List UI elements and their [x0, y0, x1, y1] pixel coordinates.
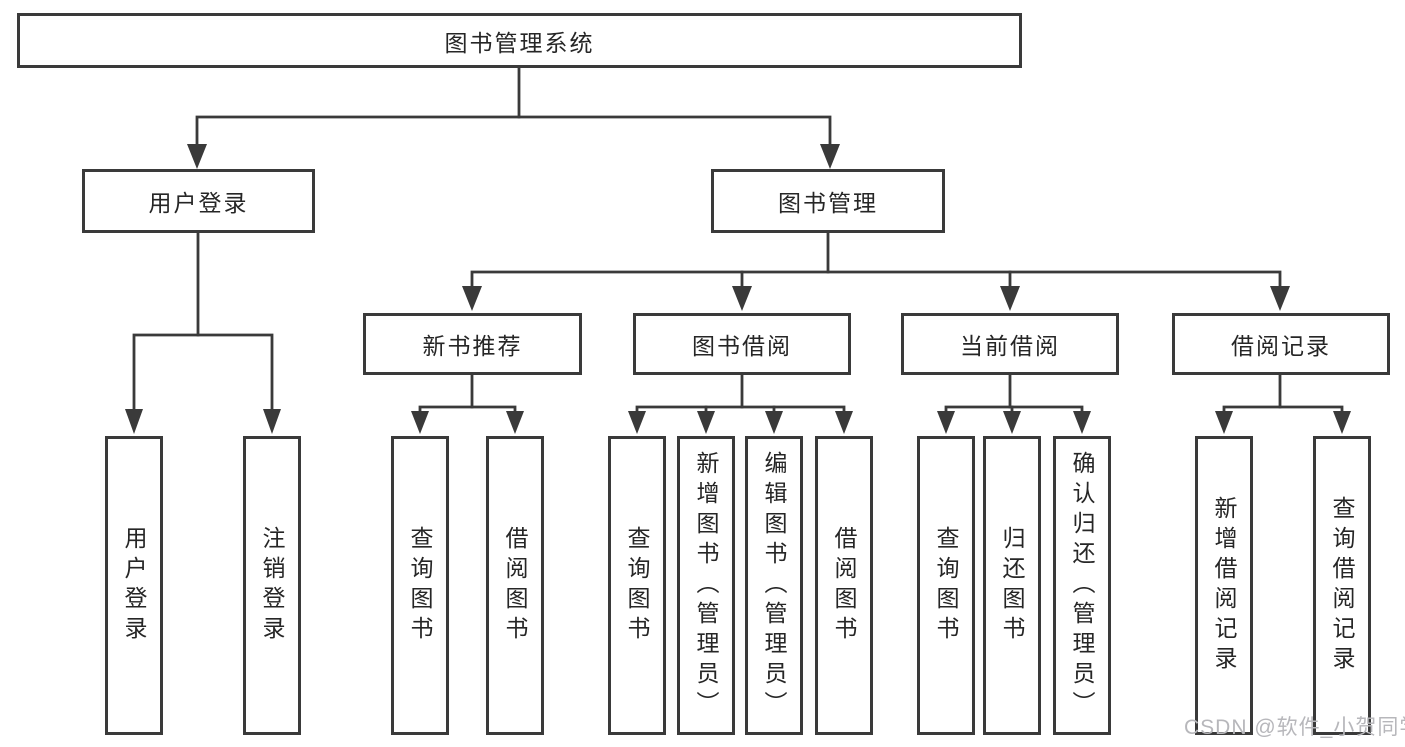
node-user-login: 用户登录 [82, 169, 315, 233]
arrowhead-icon [125, 409, 143, 434]
arrowhead-icon [411, 411, 429, 434]
arrowhead-icon [628, 411, 646, 434]
node-current-borrow: 当前借阅 [901, 313, 1119, 375]
arrowhead-icon [732, 286, 752, 311]
arrowhead-icon [1333, 411, 1351, 434]
arrowhead-icon [697, 411, 715, 434]
leaf-user-login: 用户登录 [105, 436, 163, 735]
connector-root-rail [195, 115, 832, 148]
arrowhead-icon [462, 286, 482, 311]
arrowhead-icon [1073, 411, 1091, 434]
node-borrow-record: 借阅记录 [1172, 313, 1390, 375]
csdn-watermark: CSDN @软件_小贺同学 [1184, 716, 1405, 739]
connector-record-rail [1222, 405, 1344, 415]
connector-borrow-rail [635, 405, 846, 415]
leaf-rec-borrow-book: 借阅图书 [486, 436, 544, 735]
node-book-management: 图书管理 [711, 169, 945, 233]
connector-rec-rail [418, 405, 517, 415]
node-root: 图书管理系统 [17, 13, 1022, 68]
leaf-borrow-add-book-admin: 新增图书（管理员） [677, 436, 735, 735]
arrowhead-icon [765, 411, 783, 434]
arrowhead-icon [1270, 286, 1290, 311]
connector-login-rail [132, 333, 274, 413]
arrowhead-icon [506, 411, 524, 434]
leaf-rec-query-book: 查询图书 [391, 436, 449, 735]
connector-mgmt-rail [470, 270, 1282, 290]
leaf-record-query: 查询借阅记录 [1313, 436, 1371, 735]
arrowhead-icon [1215, 411, 1233, 434]
arrowhead-icon [187, 144, 207, 169]
arrowhead-icon [1000, 286, 1020, 311]
leaf-borrow-edit-book-admin: 编辑图书（管理员） [745, 436, 803, 735]
arrowhead-icon [263, 409, 281, 434]
arrowhead-icon [820, 144, 840, 169]
leaf-borrow-query-book: 查询图书 [608, 436, 666, 735]
leaf-current-query-book: 查询图书 [917, 436, 975, 735]
arrowhead-icon [937, 411, 955, 434]
connector-current-rail [944, 405, 1084, 415]
node-book-borrow: 图书借阅 [633, 313, 851, 375]
leaf-current-confirm-return-admin: 确认归还（管理员） [1053, 436, 1111, 735]
node-new-book-recommend: 新书推荐 [363, 313, 582, 375]
leaf-current-return-book: 归还图书 [983, 436, 1041, 735]
leaf-borrow-borrow-book: 借阅图书 [815, 436, 873, 735]
arrowhead-icon [835, 411, 853, 434]
arrowhead-icon [1003, 411, 1021, 434]
leaf-record-add: 新增借阅记录 [1195, 436, 1253, 735]
leaf-logout: 注销登录 [243, 436, 301, 735]
